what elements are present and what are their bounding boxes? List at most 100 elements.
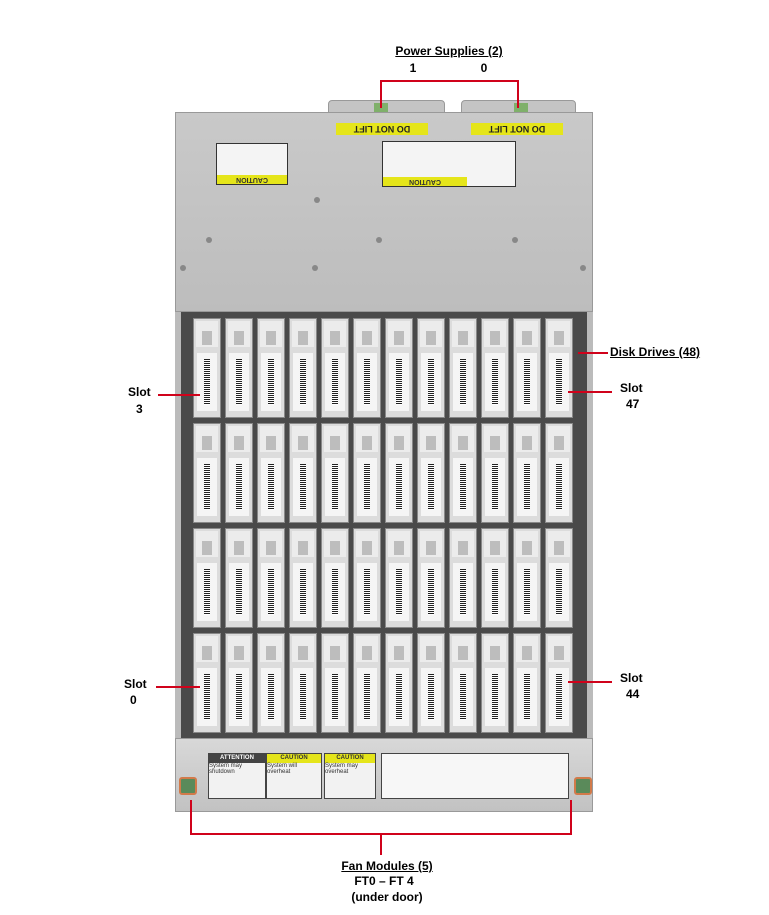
caution-sticker: CAUTION (216, 143, 288, 185)
disk-drive[interactable] (417, 423, 445, 523)
disk-drive[interactable] (513, 528, 541, 628)
barcode (556, 359, 562, 405)
drive-handle (516, 531, 538, 557)
drive-handle (420, 636, 442, 662)
disk-drive[interactable] (449, 633, 477, 733)
disk-drive[interactable] (193, 318, 221, 418)
drive-handle (388, 636, 410, 662)
disk-drive[interactable] (225, 318, 253, 418)
disk-drive[interactable] (417, 318, 445, 418)
disk-drive[interactable] (321, 528, 349, 628)
barcode (236, 359, 242, 405)
callout-line (156, 686, 200, 688)
screw (180, 265, 186, 271)
barcode (300, 359, 306, 405)
disk-drive[interactable] (225, 423, 253, 523)
barcode (236, 464, 242, 510)
fan-replacement-diagram (381, 753, 569, 799)
disk-drive[interactable] (193, 633, 221, 733)
drive-handle (420, 426, 442, 452)
barcode (492, 359, 498, 405)
disk-drive[interactable] (449, 318, 477, 418)
drive-handle (388, 426, 410, 452)
power-supplies-label: Power Supplies (2) (395, 44, 503, 58)
disk-drive[interactable] (257, 423, 285, 523)
drive-handle (228, 426, 250, 452)
disk-drive[interactable] (289, 528, 317, 628)
barcode (524, 359, 530, 405)
drive-handle (516, 636, 538, 662)
barcode (364, 464, 370, 510)
drive-handle (548, 426, 570, 452)
disk-drive[interactable] (513, 318, 541, 418)
drive-handle (196, 636, 218, 662)
do-not-lift-label: DO NOT LIFT (471, 123, 563, 135)
disk-drive[interactable] (513, 423, 541, 523)
disk-drive[interactable] (449, 423, 477, 523)
disk-drive[interactable] (193, 423, 221, 523)
disk-drive[interactable] (353, 528, 381, 628)
callout-line (570, 800, 572, 834)
disk-drive[interactable] (545, 423, 573, 523)
barcode (300, 569, 306, 615)
barcode (300, 464, 306, 510)
disk-drive[interactable] (193, 528, 221, 628)
slot-44-label: Slot (620, 671, 643, 685)
disk-drive[interactable] (545, 633, 573, 733)
disk-drive[interactable] (225, 528, 253, 628)
disk-drive[interactable] (321, 633, 349, 733)
disk-drive[interactable] (481, 423, 509, 523)
drive-handle (420, 321, 442, 347)
disk-drive[interactable] (385, 423, 413, 523)
disk-drive[interactable] (481, 318, 509, 418)
disk-drive[interactable] (481, 633, 509, 733)
disk-drive[interactable] (289, 633, 317, 733)
disk-drive[interactable] (321, 423, 349, 523)
barcode (332, 674, 338, 720)
disk-drive[interactable] (417, 633, 445, 733)
disk-drive[interactable] (353, 318, 381, 418)
disk-drive[interactable] (225, 633, 253, 733)
disk-drive[interactable] (513, 633, 541, 733)
disk-drive[interactable] (321, 318, 349, 418)
disk-drive[interactable] (353, 423, 381, 523)
drive-handle (196, 321, 218, 347)
disk-drive[interactable] (353, 633, 381, 733)
disk-drive[interactable] (289, 318, 317, 418)
drive-handle (196, 531, 218, 557)
disk-drive[interactable] (385, 633, 413, 733)
disk-drive[interactable] (385, 318, 413, 418)
barcode (396, 359, 402, 405)
barcode (364, 359, 370, 405)
disk-drive[interactable] (545, 528, 573, 628)
barcode (524, 569, 530, 615)
callout-line (158, 394, 200, 396)
disk-drive[interactable] (545, 318, 573, 418)
barcode (492, 464, 498, 510)
disk-drive[interactable] (257, 318, 285, 418)
barcode (268, 359, 274, 405)
drive-handle (548, 531, 570, 557)
disk-drive[interactable] (481, 528, 509, 628)
disk-drive[interactable] (257, 633, 285, 733)
screw (580, 265, 586, 271)
fan-modules-range: FT0 – FT 4 (354, 874, 414, 888)
disk-drive[interactable] (449, 528, 477, 628)
drive-handle (516, 321, 538, 347)
top-cover: DO NOT LIFT DO NOT LIFT CAUTION CAUTION (175, 112, 593, 312)
drive-handle (228, 531, 250, 557)
disk-drive[interactable] (417, 528, 445, 628)
disk-drive[interactable] (289, 423, 317, 523)
barcode (204, 569, 210, 615)
barcode (428, 464, 434, 510)
callout-line (517, 80, 519, 108)
barcode (396, 674, 402, 720)
door-latch-right[interactable] (574, 777, 592, 795)
door-latch-left[interactable] (179, 777, 197, 795)
disk-drive[interactable] (257, 528, 285, 628)
disk-drive[interactable] (385, 528, 413, 628)
